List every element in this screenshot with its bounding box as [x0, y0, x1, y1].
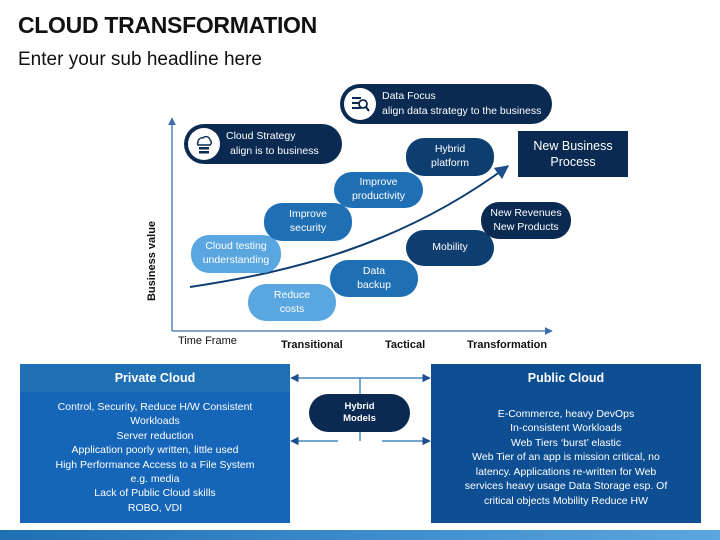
private-line: Lack of Public Cloud skills [94, 487, 216, 500]
new-business-process-box: New Business Process [518, 131, 628, 177]
step-line: platform [431, 157, 469, 169]
cloud-strategy-title: Cloud Strategy [226, 130, 296, 142]
data-focus-title: Data Focus [382, 90, 436, 102]
public-cloud-body: E-Commerce, heavy DevOps In-consistent W… [431, 392, 701, 523]
nbp-line1: New Business [533, 138, 613, 153]
public-line: E-Commerce, heavy DevOps [497, 407, 635, 420]
data-search-icon [344, 88, 376, 120]
page-subtitle: Enter your sub headline here [18, 49, 262, 70]
private-line: Workloads [130, 415, 180, 428]
step-line: costs [279, 302, 305, 315]
public-cloud-header: Public Cloud [431, 364, 701, 392]
private-line: Application poorly written, little used [71, 444, 239, 457]
page-title: CLOUD TRANSFORMATION [18, 12, 317, 38]
y-axis-label: Business value [146, 220, 159, 302]
cloud-strategy-desc: align is to business [230, 145, 319, 158]
step-line: Mobility [432, 241, 468, 254]
public-line: critical objects Mobility Reduce HW [484, 494, 648, 507]
hybrid-line2: Models [343, 413, 376, 424]
data-focus-desc: align data strategy to the business [382, 105, 542, 118]
step-line: backup [357, 278, 391, 291]
hybrid-line1: Hybrid [344, 400, 375, 412]
hybrid-models-pill: Hybrid Models [309, 394, 410, 432]
step-mobility: Mobility [406, 230, 494, 266]
private-cloud-body: Control, Security, Reduce H/W Consistent… [20, 392, 290, 523]
data-focus-callout: Data Focus align data strategy to the bu… [340, 84, 552, 124]
step-line: Improve [289, 208, 327, 221]
private-line: Control, Security, Reduce H/W Consistent [57, 400, 253, 413]
bottom-accent-bar [0, 530, 720, 540]
step-line: New Products [493, 220, 559, 233]
step-line: New Revenues [490, 206, 562, 219]
phase-transitional: Transitional [281, 339, 343, 351]
growth-curve [189, 165, 510, 288]
public-line: Web Tiers ‘burst’ elastic [510, 436, 622, 449]
phase-transformation: Transformation [467, 339, 548, 351]
public-line: Web Tier of an app is mission critical, … [472, 451, 660, 464]
public-line: services heavy usage Data Storage esp. O… [464, 480, 668, 493]
cloud-strategy-callout: Cloud Strategy align is to business [184, 124, 342, 164]
step-line: Improve [359, 176, 398, 189]
public-line: In-consistent Workloads [510, 422, 622, 435]
step-line: Hybrid [434, 143, 466, 156]
public-line: latency. Applications re-written for Web [475, 465, 657, 478]
private-line: High Performance Access to a File System [55, 458, 255, 471]
x-axis-label: Time Frame [178, 335, 237, 347]
private-line: ROBO, VDI [127, 501, 183, 514]
nbp-line2: Process [550, 155, 596, 169]
private-line: e.g. media [130, 472, 180, 485]
step-line: productivity [351, 190, 406, 202]
private-line: Server reduction [116, 429, 194, 442]
step-line: understanding [202, 254, 270, 266]
step-line: Reduce [273, 288, 311, 301]
step-line: security [289, 222, 327, 234]
step-line: Data [362, 264, 386, 277]
phase-tactical: Tactical [385, 339, 426, 351]
step-line: Cloud testing [205, 240, 267, 253]
private-cloud-header: Private Cloud [20, 364, 290, 392]
cloud-server-icon [188, 128, 220, 160]
